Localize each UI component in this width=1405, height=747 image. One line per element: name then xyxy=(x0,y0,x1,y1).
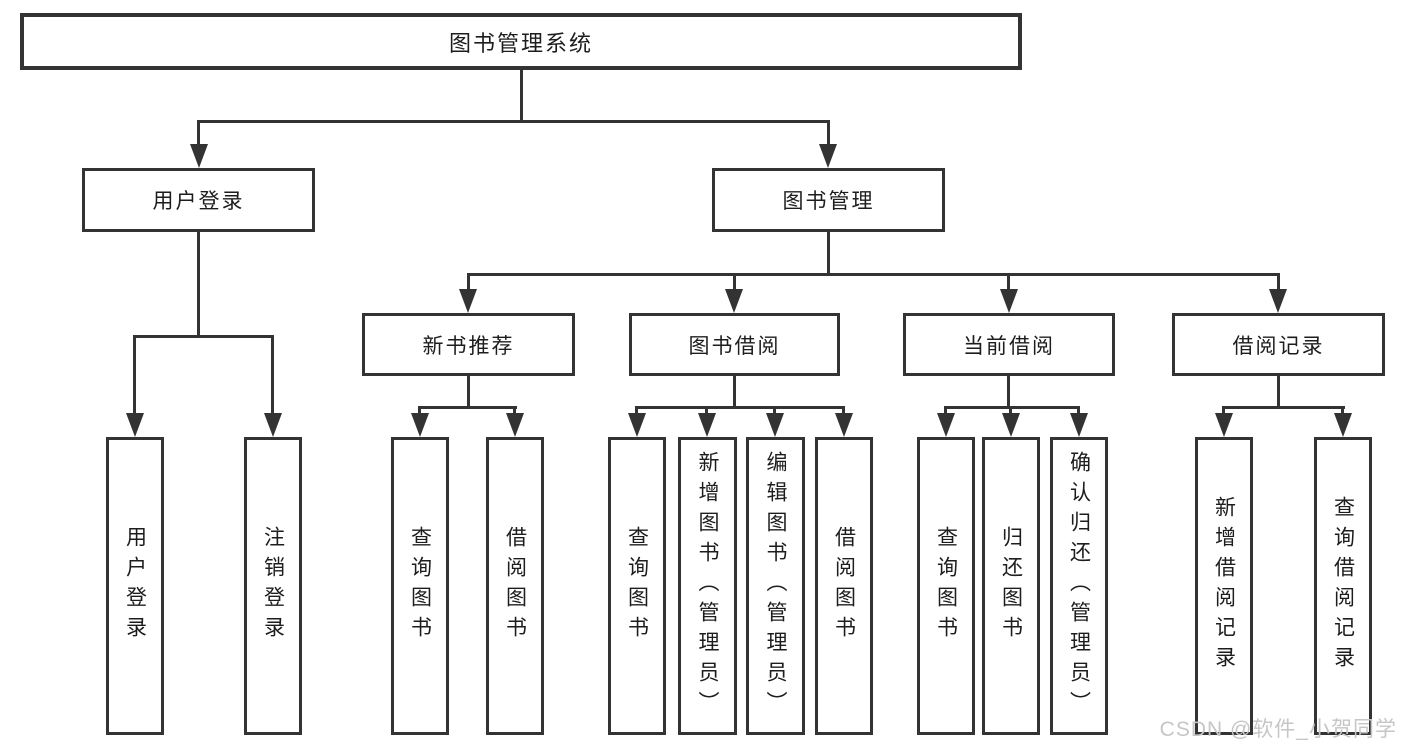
node-user-login-branch: 用户登录 xyxy=(82,168,315,232)
node-label: 图书借阅 xyxy=(688,334,781,358)
connector-stem xyxy=(197,232,200,335)
connector-stem xyxy=(1277,376,1280,406)
leaf-label: 新增借阅记录 xyxy=(1212,496,1236,676)
connector-shaft xyxy=(197,120,200,144)
leaf-label: 借阅图书 xyxy=(832,526,856,646)
connector-bar xyxy=(133,335,274,338)
leaf-label: 查询图书 xyxy=(625,526,649,646)
node-label: 用户登录 xyxy=(152,190,245,213)
connector-shaft xyxy=(1009,406,1012,413)
arrow-down-icon xyxy=(819,144,837,168)
node-label: 新书推荐 xyxy=(422,334,515,358)
leaf-add-borrow-record: 新增借阅记录 xyxy=(1195,437,1253,735)
arrow-down-icon xyxy=(766,413,784,437)
leaf-label: 确认归还（管理员） xyxy=(1067,451,1091,721)
arrow-down-icon xyxy=(1002,413,1020,437)
arrow-down-icon xyxy=(264,413,282,437)
connector-bar xyxy=(1222,406,1345,409)
leaf-label: 编辑图书（管理员） xyxy=(764,451,787,721)
leaf-borrow-books-recommend: 借阅图书 xyxy=(486,437,544,735)
connector-stem xyxy=(467,376,470,406)
connector-bar xyxy=(944,406,1080,409)
leaf-borrow-books: 借阅图书 xyxy=(815,437,873,735)
arrow-down-icon xyxy=(1215,413,1233,437)
arrow-down-icon xyxy=(1070,413,1088,437)
connector-bar xyxy=(418,406,517,409)
node-label: 图书管理系统 xyxy=(448,30,593,56)
connector-shaft xyxy=(1222,406,1225,413)
leaf-query-books-borrow: 查询图书 xyxy=(608,437,666,735)
leaf-edit-books-admin: 编辑图书（管理员） xyxy=(746,437,805,735)
leaf-confirm-return-admin: 确认归还（管理员） xyxy=(1050,437,1108,735)
connector-bar xyxy=(467,273,1280,276)
connector-shaft xyxy=(1007,273,1010,289)
leaf-label: 查询借阅记录 xyxy=(1331,496,1355,676)
leaf-add-books-admin: 新增图书（管理员） xyxy=(678,437,737,735)
node-label: 图书管理 xyxy=(782,190,875,213)
connector-shaft xyxy=(944,406,947,413)
connector-shaft xyxy=(418,406,421,413)
node-label: 当前借阅 xyxy=(963,334,1055,358)
leaf-query-borrow-record: 查询借阅记录 xyxy=(1314,437,1372,735)
connector-shaft xyxy=(773,406,776,413)
arrow-down-icon xyxy=(190,144,208,168)
node-book-borrow: 图书借阅 xyxy=(629,313,840,376)
arrow-down-icon xyxy=(1334,413,1352,437)
leaf-logout: 注销登录 xyxy=(244,437,302,735)
leaf-label: 用户登录 xyxy=(123,526,147,646)
arrow-down-icon xyxy=(126,413,144,437)
node-new-book-recommend: 新书推荐 xyxy=(362,313,575,376)
leaf-user-login: 用户登录 xyxy=(106,437,164,735)
connector-shaft xyxy=(271,335,274,413)
connector-shaft xyxy=(467,273,470,289)
connector-shaft xyxy=(705,406,708,413)
leaf-return-books: 归还图书 xyxy=(982,437,1040,735)
connector-shaft xyxy=(827,120,830,144)
leaf-query-books-current: 查询图书 xyxy=(917,437,975,735)
connector-root-bar xyxy=(197,120,830,123)
arrow-down-icon xyxy=(411,413,429,437)
connector-stem xyxy=(733,376,736,406)
connector-shaft xyxy=(635,406,638,413)
arrow-down-icon xyxy=(725,289,743,313)
connector-shaft xyxy=(1077,406,1080,413)
connector-shaft xyxy=(133,335,136,413)
csdn-watermark: CSDN @软件_小贺同学 xyxy=(1159,718,1397,741)
leaf-query-books-recommend: 查询图书 xyxy=(391,437,449,735)
arrow-down-icon xyxy=(459,289,477,313)
arrow-down-icon xyxy=(835,413,853,437)
leaf-label: 注销登录 xyxy=(261,526,285,646)
leaf-label: 查询图书 xyxy=(408,526,432,646)
connector-shaft xyxy=(733,273,736,289)
connector-bar xyxy=(635,406,845,409)
leaf-label: 借阅图书 xyxy=(503,526,527,646)
arrow-down-icon xyxy=(628,413,646,437)
connector-shaft xyxy=(513,406,516,413)
leaf-label: 新增图书（管理员） xyxy=(696,451,719,721)
arrow-down-icon xyxy=(1269,289,1287,313)
node-current-borrow: 当前借阅 xyxy=(903,313,1115,376)
connector-stem xyxy=(827,232,830,273)
leaf-label: 查询图书 xyxy=(934,526,958,646)
connector-stem xyxy=(1007,376,1010,406)
node-label: 借阅记录 xyxy=(1232,334,1325,358)
node-system-root: 图书管理系统 xyxy=(20,13,1022,70)
node-borrow-record: 借阅记录 xyxy=(1172,313,1385,376)
arrow-down-icon xyxy=(937,413,955,437)
leaf-label: 归还图书 xyxy=(999,526,1023,646)
arrow-down-icon xyxy=(1000,289,1018,313)
arrow-down-icon xyxy=(506,413,524,437)
node-book-management-branch: 图书管理 xyxy=(712,168,945,232)
connector-shaft xyxy=(1277,273,1280,289)
arrow-down-icon xyxy=(698,413,716,437)
connector-shaft xyxy=(1341,406,1344,413)
connector-shaft xyxy=(842,406,845,413)
connector-root-stem xyxy=(520,70,523,120)
